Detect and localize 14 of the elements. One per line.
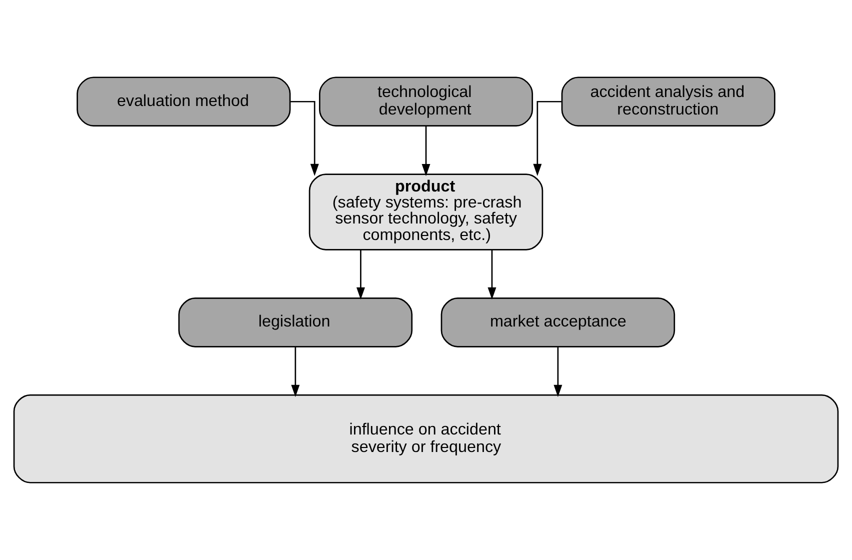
node-box: influence on accident severity or frequency: [13, 394, 839, 484]
arrow: [290, 100, 319, 176]
arrow: [533, 100, 562, 176]
node-box: technological development: [318, 76, 534, 127]
node-box: evaluation method: [76, 76, 291, 127]
node-box: product (safety systems: pre-crash sensor technology, safety components, etc.): [308, 174, 544, 250]
arrow: [356, 250, 365, 300]
arrow: [291, 347, 300, 397]
node-box: market acceptance: [440, 298, 676, 348]
arrow: [422, 126, 430, 176]
node-box: accident analysis and reconstruction: [561, 76, 776, 127]
arrow: [554, 347, 562, 397]
node-box: legislation: [178, 298, 413, 348]
arrow: [488, 250, 496, 300]
